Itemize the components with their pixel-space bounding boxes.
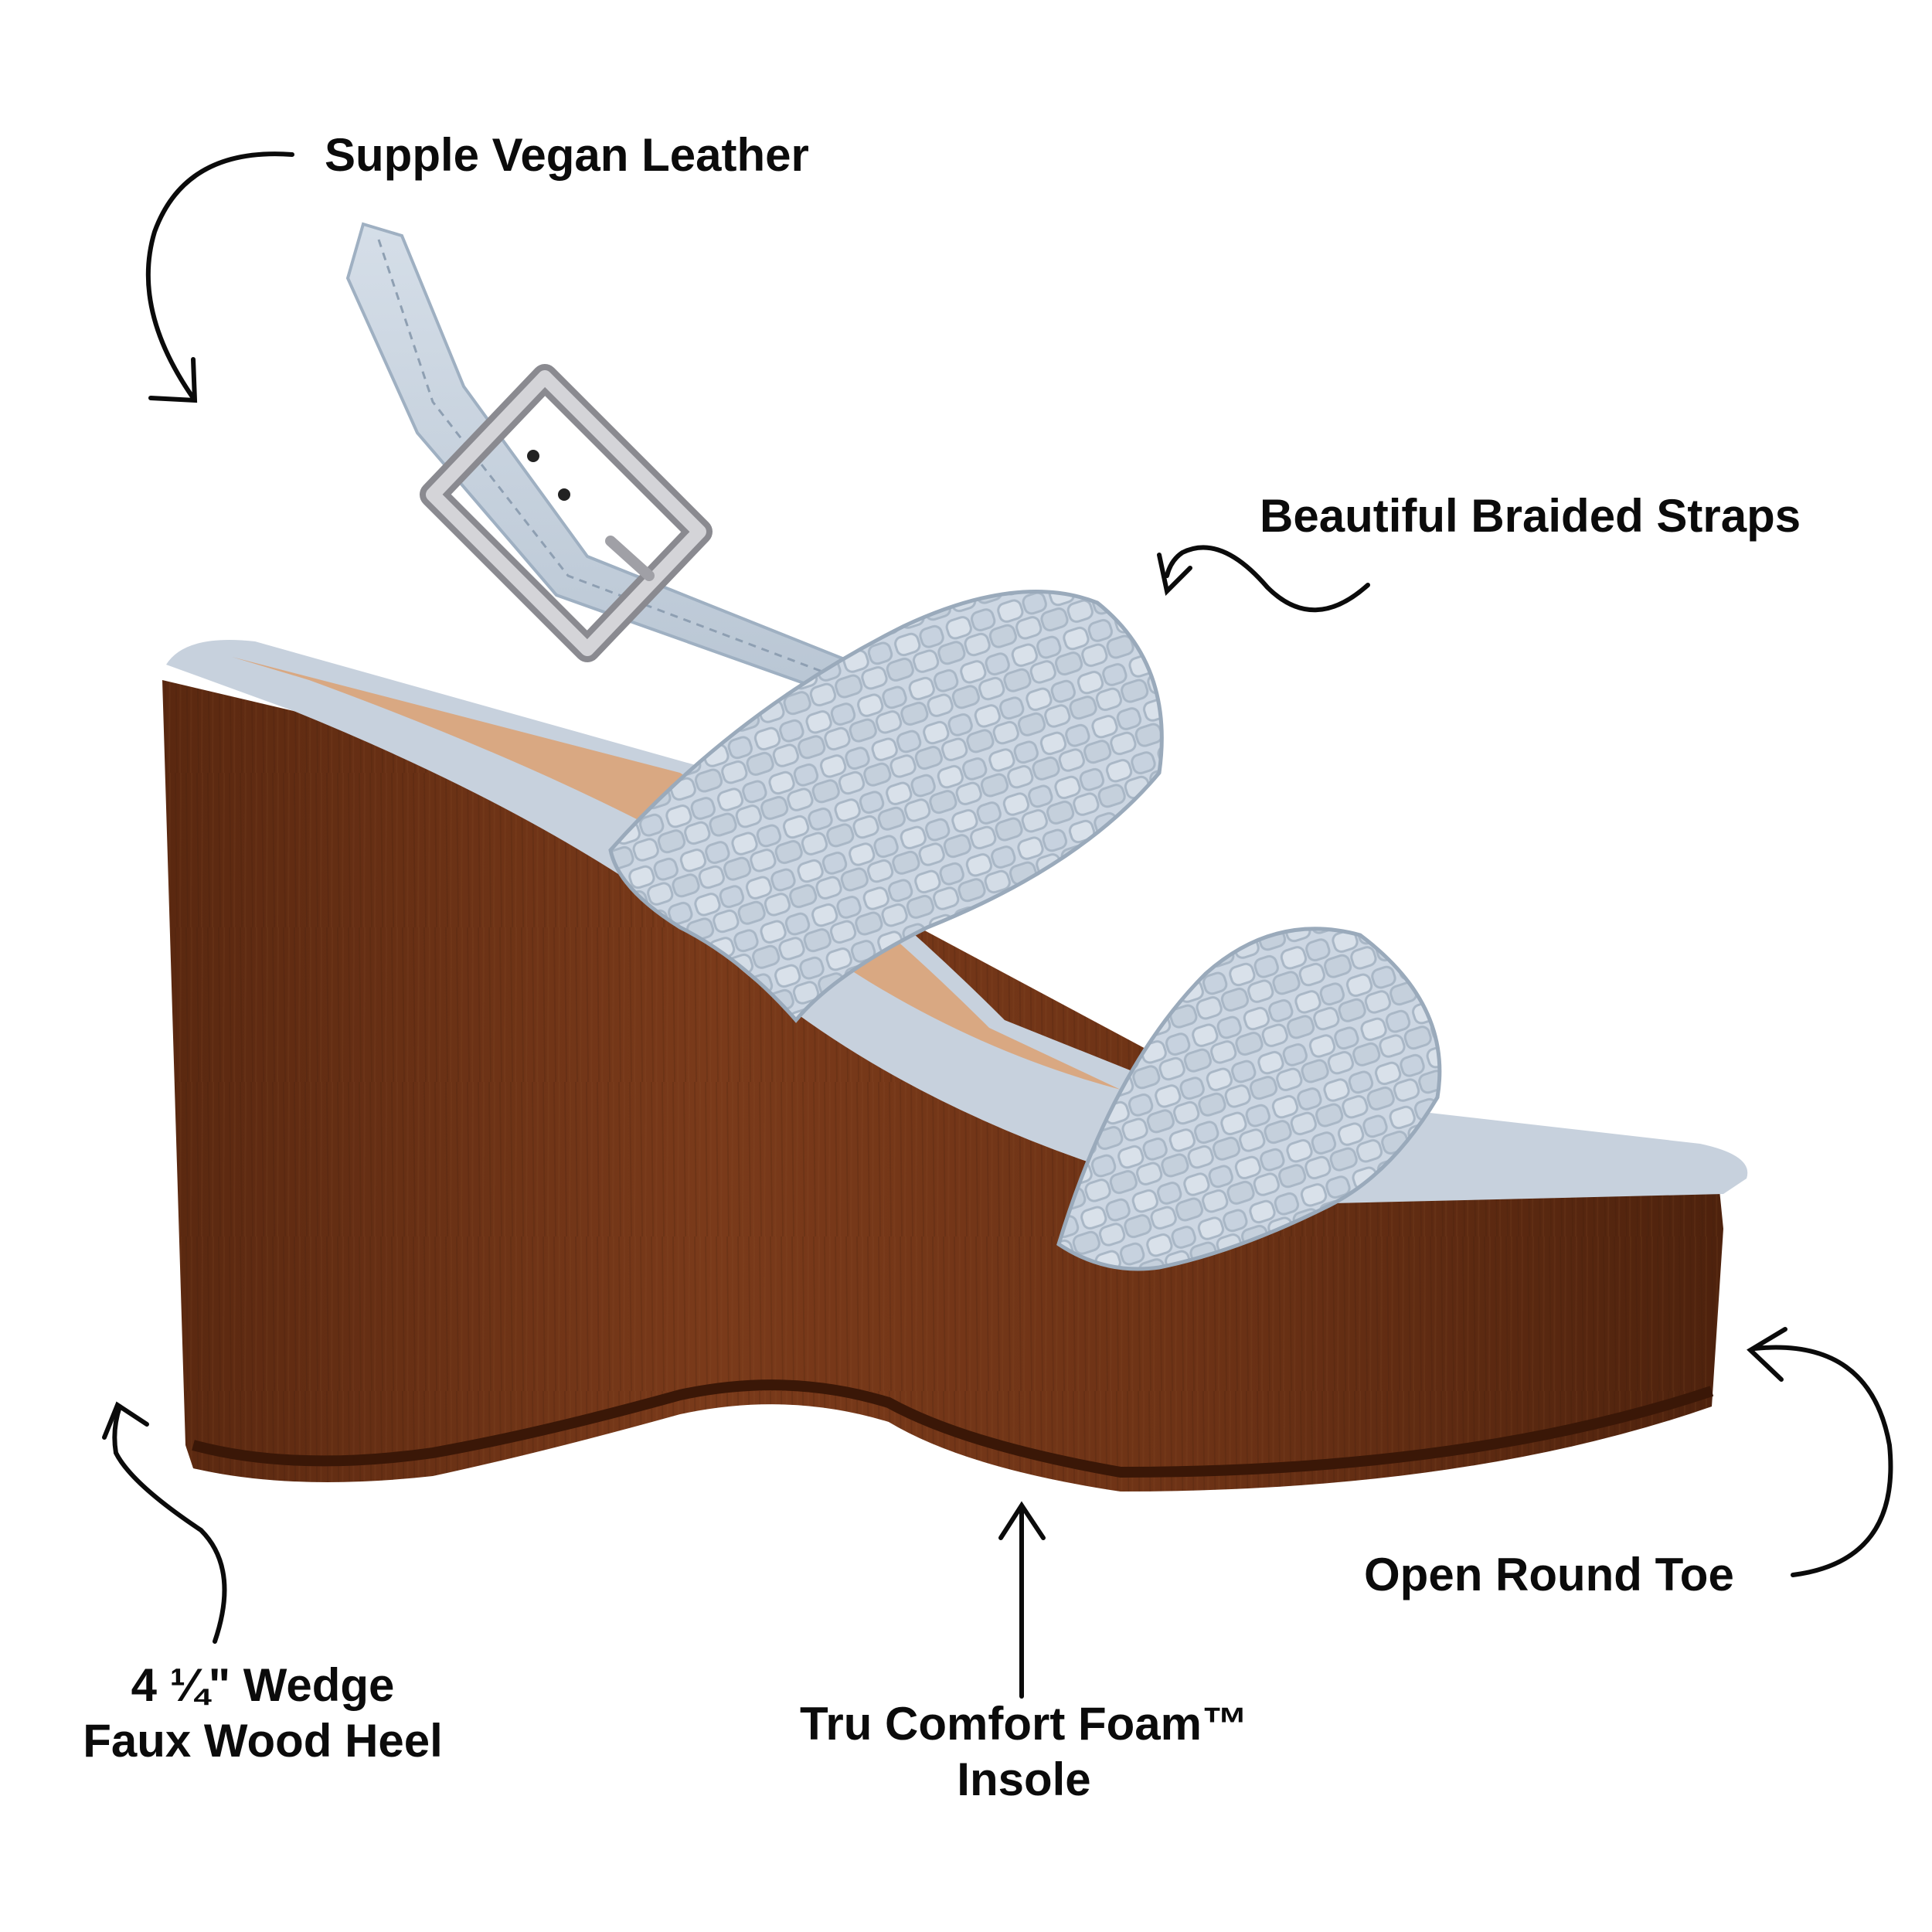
braided-strap-front bbox=[1056, 927, 1442, 1271]
arrow-leather-icon bbox=[145, 151, 294, 403]
arrow-insole-icon bbox=[998, 1501, 1046, 1699]
callout-comfort-insole: Tru Comfort Foam™ Insole bbox=[742, 1696, 1306, 1808]
callout-wedge-line-1: 4 ¼" Wedge bbox=[131, 1659, 395, 1711]
callout-braided-straps: Beautiful Braided Straps bbox=[1260, 490, 1801, 542]
callout-wedge-line-2: Faux Wood Heel bbox=[83, 1715, 443, 1767]
braided-strap-back bbox=[608, 589, 1164, 1023]
callout-wedge-heel: 4 ¼" Wedge Faux Wood Heel bbox=[46, 1658, 479, 1769]
callout-insole-line-1: Tru Comfort Foam™ bbox=[800, 1698, 1248, 1750]
buckle-icon bbox=[420, 364, 713, 662]
callout-vegan-leather: Supple Vegan Leather bbox=[325, 129, 809, 181]
arrow-heel-icon bbox=[102, 1401, 227, 1644]
callout-open-round-toe: Open Round Toe bbox=[1364, 1549, 1734, 1600]
footbed bbox=[166, 640, 1748, 1206]
arrow-toe-icon bbox=[1747, 1327, 1893, 1577]
callout-insole-line-2: Insole bbox=[957, 1753, 1091, 1805]
arrow-straps-icon bbox=[1157, 545, 1370, 613]
